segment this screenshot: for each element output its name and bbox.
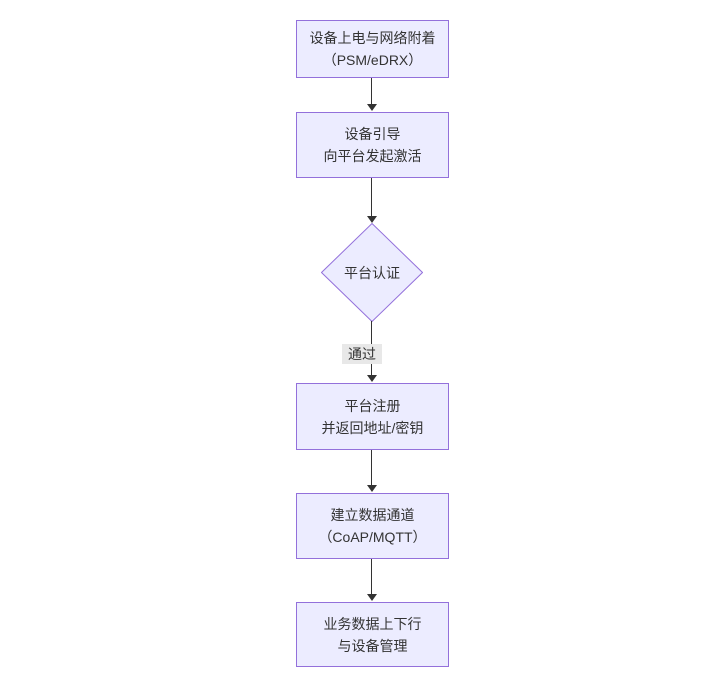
arrow-down-icon bbox=[367, 375, 377, 382]
arrow-down-icon bbox=[367, 216, 377, 223]
flow-decision-platform-auth: 平台认证 bbox=[321, 223, 423, 322]
node-text-line: 向平台发起激活 bbox=[323, 148, 422, 164]
flow-arrow-line bbox=[371, 78, 372, 105]
flow-node-data-channel: 建立数据通道 （CoAP/MQTT） bbox=[296, 493, 449, 559]
node-text-line: （CoAP/MQTT） bbox=[318, 529, 427, 545]
edge-label-pass: 通过 bbox=[342, 344, 382, 364]
arrow-down-icon bbox=[367, 485, 377, 492]
flow-arrow-line bbox=[371, 450, 372, 486]
flow-node-platform-register: 平台注册 并返回地址/密钥 bbox=[296, 383, 449, 450]
node-text-line: 平台注册 bbox=[344, 397, 401, 414]
arrow-down-icon bbox=[367, 104, 377, 111]
node-text-line: 建立数据通道 bbox=[330, 507, 415, 523]
arrow-down-icon bbox=[367, 594, 377, 601]
node-text-line: 并返回地址/密钥 bbox=[321, 419, 424, 436]
node-text-line: 设备引导 bbox=[344, 126, 401, 142]
node-text-line: 设备上电与网络附着 bbox=[309, 30, 436, 46]
flow-node-power-attach: 设备上电与网络附着 （PSM/eDRX） bbox=[296, 20, 449, 78]
flow-arrow-line bbox=[371, 559, 372, 595]
diamond-shape-icon bbox=[321, 223, 423, 322]
node-text-line: 与设备管理 bbox=[337, 637, 408, 654]
node-text-line: （PSM/eDRX） bbox=[322, 52, 423, 68]
flow-arrow-line bbox=[371, 178, 372, 217]
flow-node-business-data: 业务数据上下行 与设备管理 bbox=[296, 602, 449, 667]
node-text-line: 业务数据上下行 bbox=[323, 615, 422, 632]
decision-label: 平台认证 bbox=[344, 264, 400, 281]
flow-node-bootstrap: 设备引导 向平台发起激活 bbox=[296, 112, 449, 178]
